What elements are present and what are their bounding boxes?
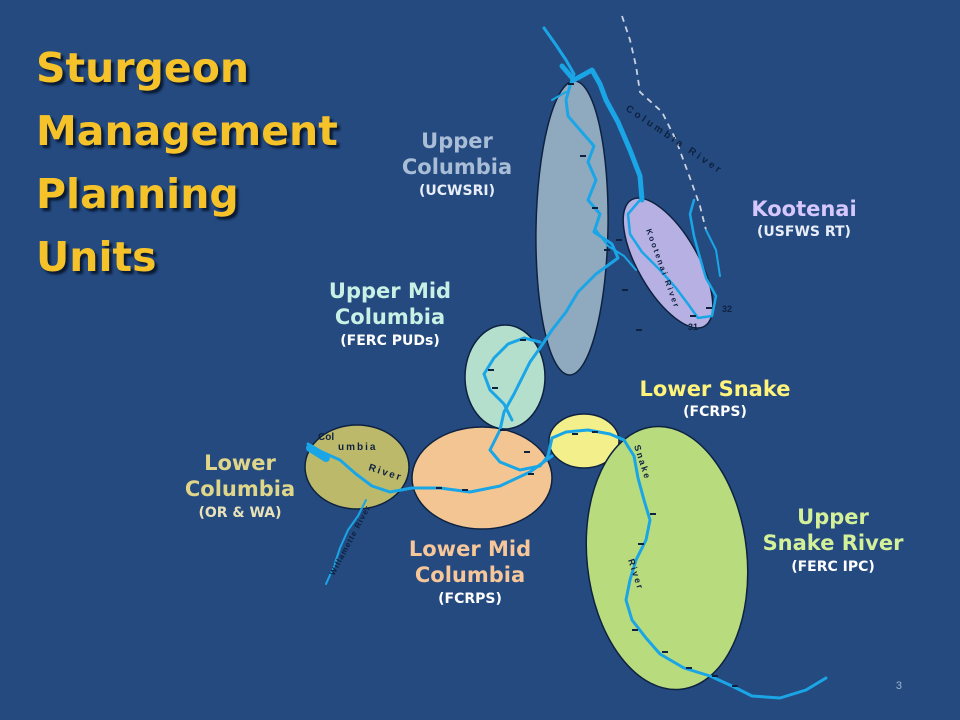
lower-columbia-agency: (OR & WA) [198,504,282,521]
lower-mid-columbia-name-2: Columbia [414,563,526,588]
lower-columbia-label: Lower Columbia (OR & WA) [170,450,310,522]
upper-mid-columbia-label: Upper Mid Columbia (FERC PUDs) [310,278,470,350]
upper-snake-agency: (FERC IPC) [791,558,875,575]
columbia-upper-river [498,26,620,432]
tributary-1 [595,229,637,271]
upper-mid-columbia-agency: (FERC PUDs) [340,332,440,349]
dam-number-32: 32 [722,304,732,314]
upper-mid-columbia-name-2: Columbia [334,305,446,330]
title-line-4: Units [36,233,157,281]
columbia-south-label-a: Col [318,432,334,443]
kootenai-label: Kootenai (USFWS RT) [734,196,874,242]
upper-snake-unit [585,425,749,691]
lower-columbia-name-1: Lower [204,451,276,475]
lower-mid-columbia-label: Lower Mid Columbia (FCRPS) [390,536,550,608]
kootenai-unit [622,197,714,329]
upper-columbia-agency: (UCWSRI) [419,182,495,199]
arrow-lakes [559,63,645,203]
lower-mid-columbia-unit [411,426,553,530]
columbia-estuary [306,444,330,462]
upper-columbia-label: Upper Columbia (UCWSRI) [392,128,522,200]
title-line-2: Management [36,107,338,155]
dam-number-31: 31 [688,322,698,332]
lower-columbia-unit [304,424,410,510]
kootenai-river-line [626,198,718,320]
lower-columbia-name-2: Columbia [184,477,296,502]
page-number: 3 [895,680,902,692]
lower-snake-unit [548,413,620,469]
upper-snake-name-1: Upper [797,505,869,529]
upper-columbia-unit [535,80,609,376]
title-line-1: Sturgeon [36,44,250,92]
upper-columbia-name-1: Upper [421,129,493,153]
lower-snake-name: Lower Snake [639,377,791,401]
lower-mid-columbia-agency: (FCRPS) [438,590,502,607]
kootenai-agency: (USFWS RT) [757,224,851,241]
willamette-label: Willamette River [328,504,373,577]
dam-markers [436,83,738,687]
border-dash-line [621,15,707,231]
tributary-3 [705,229,721,277]
upper-snake-name-2: Snake River [762,531,904,556]
lower-mid-columbia-name-1: Lower Mid [408,537,532,561]
columbia-south-label-b: umbia [338,442,377,453]
lower-snake-agency: (FCRPS) [683,404,747,421]
lower-snake-label: Lower Snake (FCRPS) [620,376,810,422]
willamette-river-line [325,499,367,585]
columbia-lower-mid-river [388,454,554,494]
upper-columbia-name-2: Columbia [401,155,513,180]
tributary-2 [551,91,567,101]
upper-mid-columbia-name-1: Upper Mid [328,279,452,303]
title-line-3: Planning [36,170,239,218]
upper-snake-label: Upper Snake River (FERC IPC) [748,504,918,576]
kootenai-name: Kootenai [751,197,857,221]
snake-river-line [608,432,828,700]
